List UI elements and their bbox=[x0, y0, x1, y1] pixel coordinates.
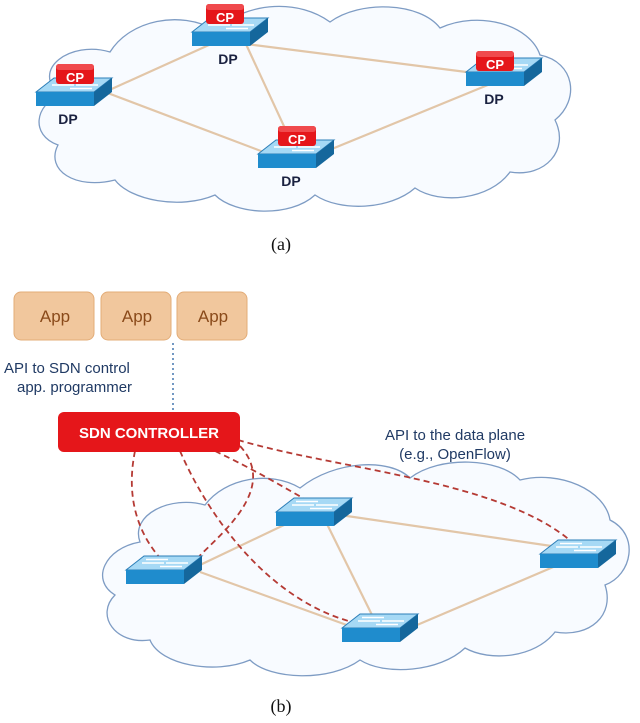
northbound-api-label-line2: app. programmer bbox=[17, 379, 132, 396]
app-box-3 bbox=[176, 291, 248, 341]
control-link-2 bbox=[179, 450, 353, 623]
southbound-api-label-line1: API to the data plane bbox=[385, 427, 525, 444]
panel-a: CP CP CP CP DP DP DP DP (a) bbox=[35, 4, 572, 255]
app-stack: App App App bbox=[13, 291, 248, 341]
link-a-3 bbox=[104, 90, 291, 164]
panel-b: App App App API to SDN control app. prog… bbox=[4, 291, 630, 717]
app-label-3: App bbox=[198, 307, 228, 326]
control-link-3 bbox=[214, 450, 311, 503]
link-b-3 bbox=[199, 570, 356, 630]
cloud-b bbox=[101, 461, 630, 677]
cp-label-a-2: CP bbox=[216, 10, 234, 25]
link-a-1 bbox=[104, 38, 221, 94]
dp-label-a-3: DP bbox=[484, 91, 503, 107]
link-a-2 bbox=[229, 40, 491, 77]
link-b-2 bbox=[339, 513, 566, 550]
control-link-4 bbox=[237, 439, 573, 543]
app-label-1: App bbox=[40, 307, 70, 326]
sdn-controller-box bbox=[58, 412, 240, 452]
app-label-2: App bbox=[122, 307, 152, 326]
northbound-api-label-line1: API to SDN control bbox=[4, 360, 130, 377]
cp-label-a-4: CP bbox=[288, 132, 306, 147]
link-b-5 bbox=[409, 560, 566, 630]
control-link-1 bbox=[131, 450, 161, 559]
dp-label-a-2: DP bbox=[218, 51, 237, 67]
cp-label-a-3: CP bbox=[486, 57, 504, 72]
cloud-a bbox=[38, 5, 572, 212]
link-b-4 bbox=[324, 519, 373, 616]
caption-b: (b) bbox=[271, 696, 292, 717]
app-box-1 bbox=[13, 291, 95, 341]
dp-label-a-1: DP bbox=[58, 111, 77, 127]
app-box-2 bbox=[100, 291, 172, 341]
sdn-controller-label: SDN CONTROLLER bbox=[79, 425, 219, 442]
caption-a: (a) bbox=[271, 234, 291, 255]
southbound-api-label-line2: (e.g., OpenFlow) bbox=[399, 446, 511, 463]
dp-label-a-4: DP bbox=[281, 173, 300, 189]
cp-label-a-1: CP bbox=[66, 70, 84, 85]
